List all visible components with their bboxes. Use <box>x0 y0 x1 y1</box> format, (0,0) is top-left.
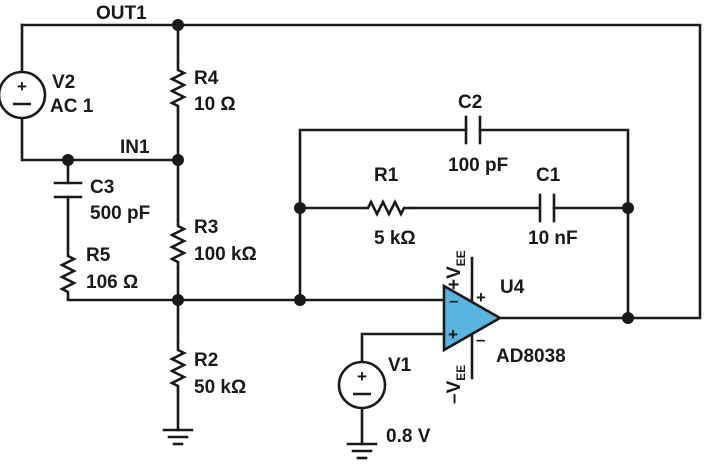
r3-value: 100 kΩ <box>194 244 257 265</box>
r4-value: 10 Ω <box>194 94 236 115</box>
junction-output <box>622 312 634 324</box>
r3-ref: R3 <box>194 217 218 238</box>
junction-out1 <box>172 19 184 31</box>
supply-label-negative: –VEE <box>444 365 468 404</box>
r2-ref: R2 <box>194 350 218 371</box>
voltage-source-v1: + <box>337 360 387 410</box>
wire-feedback-left <box>298 128 630 320</box>
resistor-r5 <box>59 248 77 300</box>
c2-ref: C2 <box>458 92 482 113</box>
r2-value: 50 kΩ <box>194 377 246 398</box>
supply-neg-prefix: –V <box>444 380 465 404</box>
junction-c3-top <box>62 154 74 166</box>
supply-label-positive: +VEE <box>444 250 468 290</box>
v2-plus-sign: + <box>17 77 27 96</box>
voltage-source-v2: + <box>0 70 47 120</box>
r1-ref: R1 <box>374 165 399 186</box>
supply-pos-subscript: EE <box>454 250 468 266</box>
r4-ref: R4 <box>194 68 219 89</box>
junction-c1-right <box>622 202 634 214</box>
v2-value: AC 1 <box>50 96 94 117</box>
r5-ref: R5 <box>86 245 111 266</box>
wire-v2-left <box>20 23 180 162</box>
wire-v1-noninverting <box>360 332 446 446</box>
v2-ref: V2 <box>52 72 75 93</box>
svg-text:–VEE: –VEE <box>444 365 468 404</box>
junction-r3-r2 <box>172 294 184 306</box>
junction-in1 <box>172 154 184 166</box>
opamp-body <box>442 283 503 353</box>
wire-out1-top <box>20 23 702 320</box>
capacitor-c3 <box>53 181 83 199</box>
supply-neg-subscript: EE <box>454 365 468 381</box>
c3-ref: C3 <box>90 177 114 198</box>
v1-plus-sign: + <box>357 367 367 386</box>
v1-ref: V1 <box>388 355 412 376</box>
ground-symbol-r2 <box>162 428 194 446</box>
resistor-r4 <box>169 62 187 112</box>
r1-value: 5 kΩ <box>374 228 416 249</box>
opamp-noninverting-sign: + <box>448 325 458 344</box>
opamp-u4: – + <box>442 283 503 353</box>
c2-value: 100 pF <box>448 155 508 176</box>
junction-feedback-in <box>294 294 306 306</box>
opamp-inverting-sign: – <box>449 291 458 310</box>
supply-minus-mark: – <box>476 330 485 349</box>
wires <box>20 23 702 446</box>
resistor-r2 <box>169 342 187 392</box>
net-label-in1: IN1 <box>120 137 150 158</box>
net-label-out1: OUT1 <box>96 3 147 24</box>
svg-text:+VEE: +VEE <box>444 250 468 290</box>
ground-symbol-v1 <box>346 442 378 460</box>
capacitor-c2 <box>464 115 482 145</box>
junction-r1-left <box>294 202 306 214</box>
u4-part: AD8038 <box>496 346 566 367</box>
c3-value: 500 pF <box>90 203 150 224</box>
resistor-r1 <box>362 199 410 217</box>
u4-ref: U4 <box>500 277 525 298</box>
junction-dots <box>62 19 634 324</box>
v1-value: 0.8 V <box>386 426 431 447</box>
r5-value: 106 Ω <box>86 272 138 293</box>
supply-plus-mark: + <box>476 288 486 307</box>
supply-pos-prefix: +V <box>444 266 465 290</box>
c1-value: 10 nF <box>528 228 578 249</box>
c1-ref: C1 <box>536 165 561 186</box>
resistor-r3 <box>169 220 187 268</box>
capacitor-c1 <box>538 193 556 223</box>
